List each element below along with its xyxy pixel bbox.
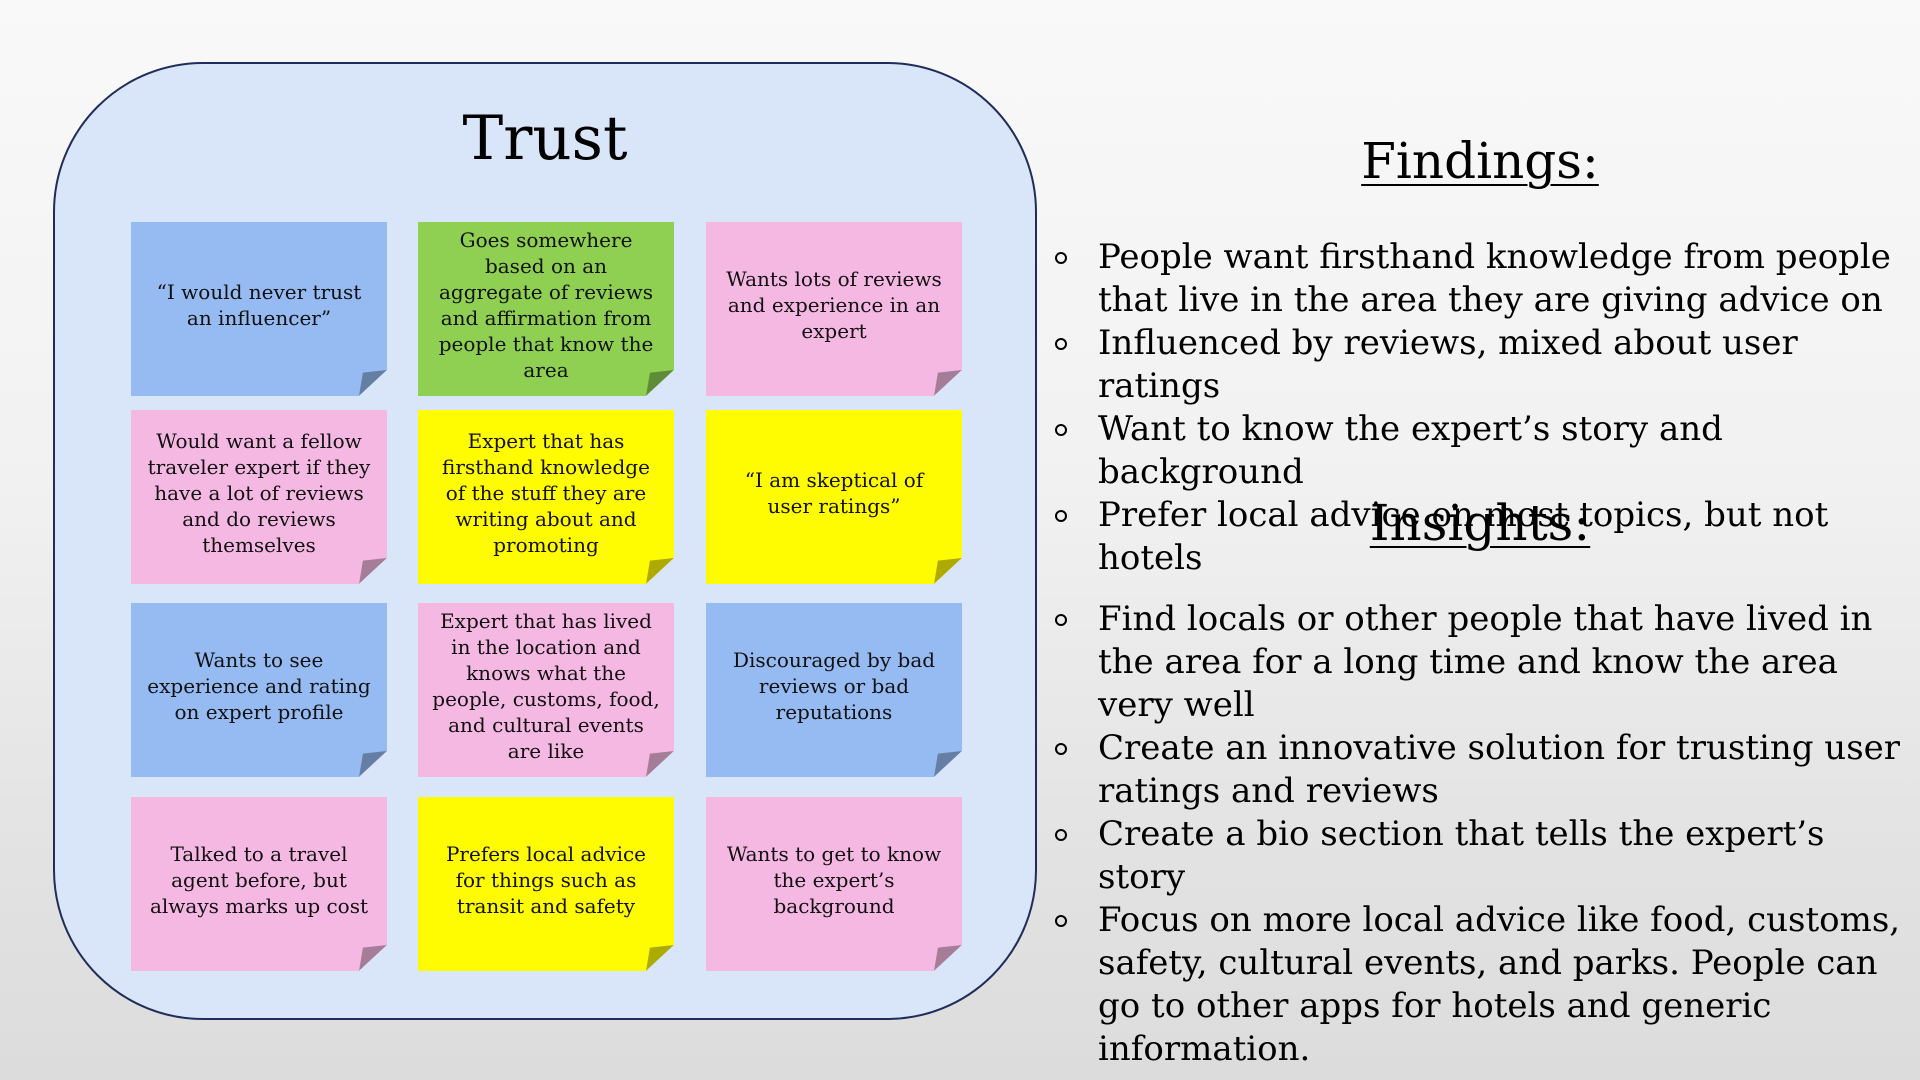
insights-item-text: Find locals or other people that have li…: [1098, 599, 1873, 725]
page-curl-icon: [934, 751, 962, 777]
page-curl-icon: [359, 751, 387, 777]
findings-item-text: Influenced by reviews, mixed about user …: [1098, 323, 1798, 406]
findings-item: Prefer local advice on most topics, but …: [1050, 494, 1910, 580]
trust-board: Trust “I would never trust an influencer…: [53, 62, 1037, 1020]
sticky-note: Expert that has lived in the location an…: [418, 603, 674, 777]
hollow-circle-bullet-icon: [1055, 614, 1067, 626]
sticky-note-text: Expert that has lived in the location an…: [432, 609, 660, 763]
page-curl-icon: [934, 370, 962, 396]
page-curl-icon: [359, 370, 387, 396]
page-curl-icon: [646, 558, 674, 584]
sticky-note-text: Goes somewhere based on an aggregate of …: [438, 228, 654, 382]
page-curl-icon: [646, 945, 674, 971]
sticky-note-text: Wants to get to know the expert’s backgr…: [726, 842, 942, 918]
findings-heading: Findings:: [1361, 132, 1599, 190]
summary-panel: Findings: People want firsthand knowledg…: [1050, 0, 1910, 1080]
insights-item-text: Create an innovative solution for trusti…: [1098, 728, 1901, 811]
hollow-circle-bullet-icon: [1055, 424, 1067, 436]
sticky-note: “I am skeptical of user ratings”: [706, 410, 962, 584]
page-curl-icon: [934, 945, 962, 971]
sticky-note-text: Would want a fellow traveler expert if t…: [147, 429, 371, 557]
insights-item-text: Focus on more local advice like food, cu…: [1098, 900, 1901, 1069]
hollow-circle-bullet-icon: [1055, 252, 1067, 264]
sticky-note: Discouraged by bad reviews or bad reputa…: [706, 603, 962, 777]
page-curl-icon: [646, 751, 674, 777]
findings-list: People want firsthand knowledge from peo…: [1050, 236, 1910, 580]
sticky-note: Prefers local advice for things such as …: [418, 797, 674, 971]
sticky-note-text: “I would never trust an influencer”: [156, 280, 362, 330]
insights-item: Create an innovative solution for trusti…: [1050, 727, 1910, 813]
page-curl-icon: [359, 558, 387, 584]
page-curl-icon: [934, 558, 962, 584]
hollow-circle-bullet-icon: [1055, 829, 1067, 841]
sticky-note-text: Discouraged by bad reviews or bad reputa…: [732, 648, 936, 724]
sticky-note-text: Wants to see experience and rating on ex…: [147, 648, 371, 724]
hollow-circle-bullet-icon: [1055, 743, 1067, 755]
sticky-note-text: “I am skeptical of user ratings”: [744, 468, 924, 518]
hollow-circle-bullet-icon: [1055, 510, 1067, 522]
hollow-circle-bullet-icon: [1055, 915, 1067, 927]
insights-item: Create a bio section that tells the expe…: [1050, 813, 1910, 899]
sticky-note: Would want a fellow traveler expert if t…: [131, 410, 387, 584]
hollow-circle-bullet-icon: [1055, 338, 1067, 350]
sticky-note-text: Prefers local advice for things such as …: [445, 842, 647, 918]
sticky-note: Expert that has firsthand knowledge of t…: [418, 410, 674, 584]
sticky-note-text: Wants lots of reviews and experience in …: [726, 267, 942, 343]
sticky-note: Talked to a travel agent before, but alw…: [131, 797, 387, 971]
insights-item-text: Create a bio section that tells the expe…: [1098, 814, 1825, 897]
insights-list: Find locals or other people that have li…: [1050, 598, 1910, 1071]
sticky-note: Wants lots of reviews and experience in …: [706, 222, 962, 396]
insights-heading: Insights:: [1369, 494, 1591, 552]
sticky-note: “I would never trust an influencer”: [131, 222, 387, 396]
insights-item: Focus on more local advice like food, cu…: [1050, 899, 1910, 1071]
sticky-note: Wants to see experience and rating on ex…: [131, 603, 387, 777]
insights-item: Find locals or other people that have li…: [1050, 598, 1910, 727]
sticky-note: Goes somewhere based on an aggregate of …: [418, 222, 674, 396]
findings-item-text: People want firsthand knowledge from peo…: [1098, 237, 1891, 320]
findings-item: Influenced by reviews, mixed about user …: [1050, 322, 1910, 408]
board-title: Trust: [462, 103, 628, 174]
findings-item: People want firsthand knowledge from peo…: [1050, 236, 1910, 322]
sticky-note-text: Expert that has firsthand knowledge of t…: [442, 429, 650, 557]
sticky-note-text: Talked to a travel agent before, but alw…: [149, 842, 369, 918]
sticky-note: Wants to get to know the expert’s backgr…: [706, 797, 962, 971]
findings-item-text: Prefer local advice on most topics, but …: [1098, 495, 1829, 578]
findings-item: Want to know the expert’s story and back…: [1050, 408, 1910, 494]
page-curl-icon: [359, 945, 387, 971]
page-curl-icon: [646, 370, 674, 396]
findings-item-text: Want to know the expert’s story and back…: [1098, 409, 1723, 492]
